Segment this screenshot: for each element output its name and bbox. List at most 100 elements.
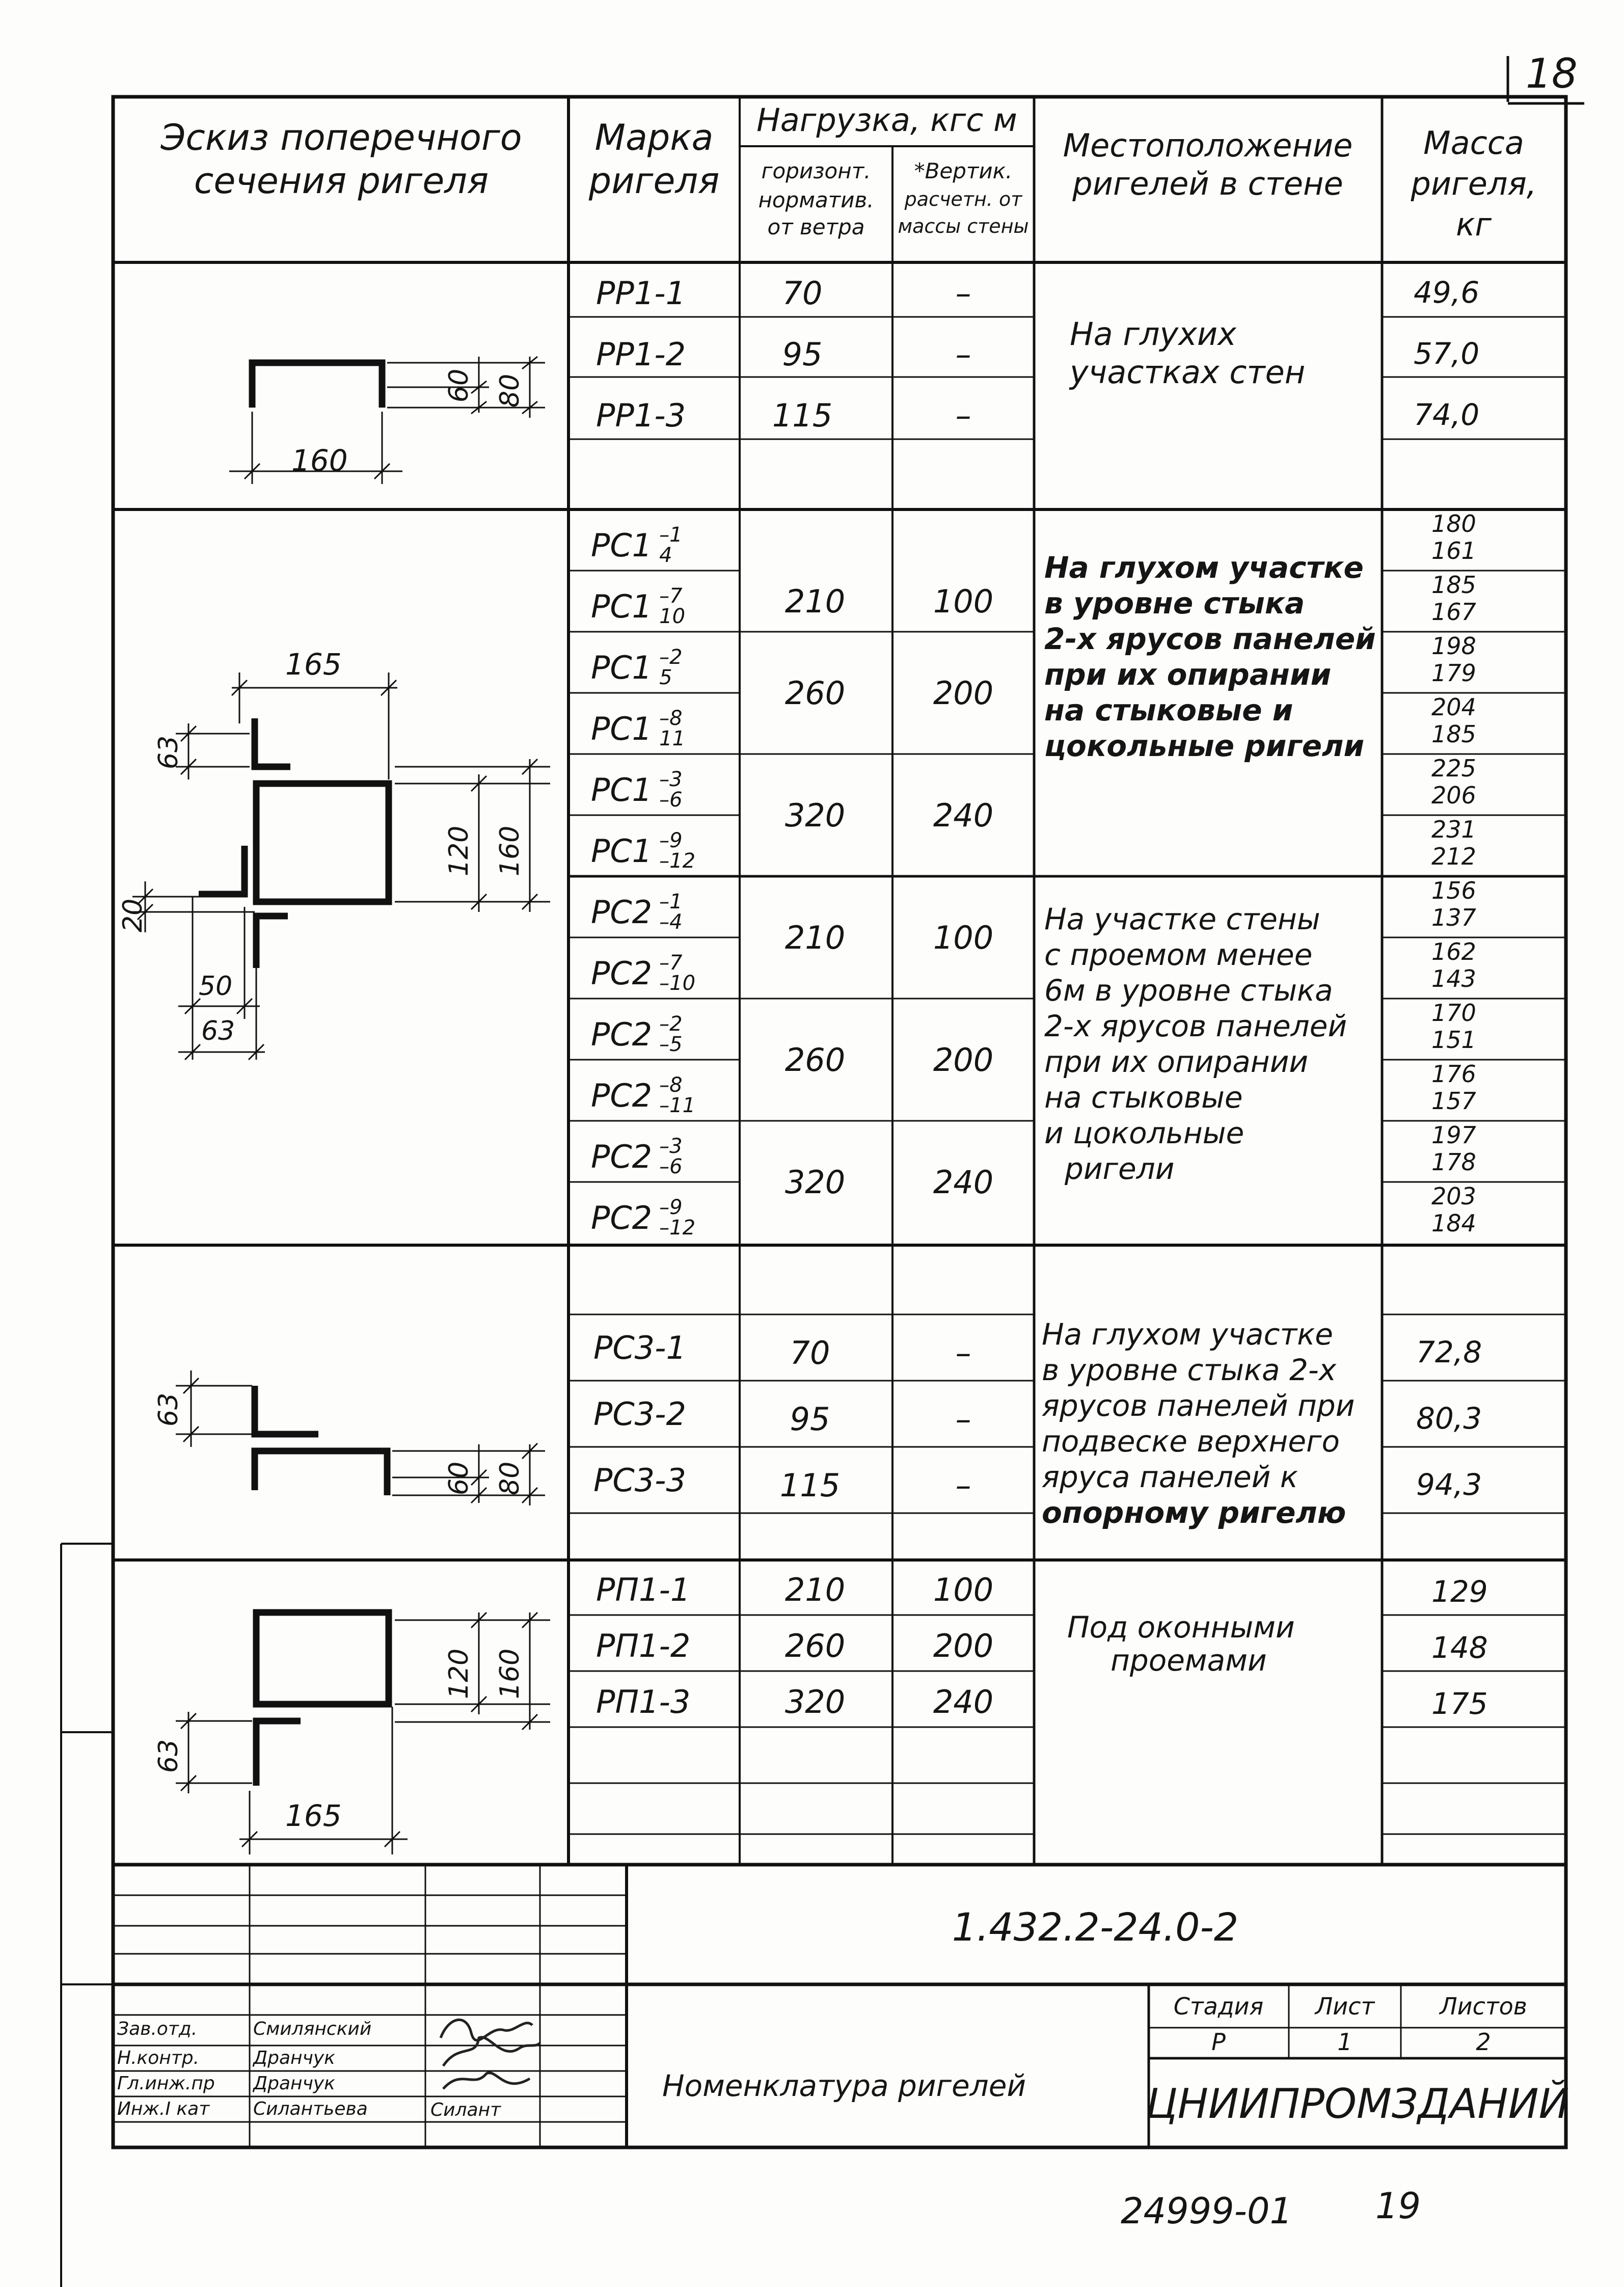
header-location-line2: ригелей в стене [1072, 165, 1343, 202]
g1-row2-horizontal: 95 [782, 336, 823, 373]
header-mark-line1: Марка [594, 117, 714, 158]
g2-row4-mass-a: 204 [1431, 693, 1476, 721]
person1-name: Смилянский [253, 2019, 372, 2039]
g2-row9-mass-a: 170 [1431, 999, 1476, 1027]
g2-row3-mass-a: 198 [1431, 632, 1476, 660]
g1-row3-mark: РР1-3 [596, 397, 686, 434]
g2-row11-mass-b: 178 [1431, 1148, 1476, 1176]
person2-name: Дранчук [253, 2048, 335, 2068]
g2-location1-line6: цокольные ригели [1044, 729, 1365, 763]
g2-load3-horizontal: 320 [784, 797, 846, 834]
g2-load5-vertical: 200 [933, 1041, 994, 1079]
person4-name: Силантьева [253, 2098, 368, 2119]
g2-load2-vertical: 200 [933, 675, 994, 712]
g2-location2-line4: 2-х ярусов панелей [1044, 1009, 1347, 1043]
g2-row8-mass-a: 162 [1431, 938, 1476, 965]
g3-row3-vertical: – [955, 1467, 971, 1504]
signature-text: Силант [430, 2100, 501, 2120]
header-mass-line2: ригеля, [1411, 165, 1537, 202]
g3-location-line1: На глухом участке [1042, 1317, 1333, 1352]
g2-row1-mass-a: 180 [1431, 510, 1476, 537]
footer-page: 19 [1375, 2185, 1421, 2227]
g4-row3-mark: РП1-3 [596, 1683, 691, 1720]
person4-role: Инж.I кат [117, 2098, 210, 2119]
g2-row10-mass-b: 157 [1431, 1087, 1476, 1115]
header-sketch-line1: Эскиз поперечного [160, 117, 522, 158]
g2-row5-mass-b: 206 [1431, 782, 1476, 809]
sheets-value: 2 [1476, 2028, 1491, 2056]
g4-row1-horizontal: 210 [784, 1571, 846, 1608]
stage-value: Р [1211, 2028, 1226, 2056]
g3-row2-vertical: – [955, 1401, 971, 1438]
g2-row7-mass-b: 137 [1431, 904, 1476, 931]
g2-location1-line4: при их опирании [1044, 657, 1332, 692]
g2-row10-mass-a: 176 [1431, 1060, 1476, 1088]
g3-location-line3: ярусов панелей при [1042, 1388, 1355, 1423]
header-load: Нагрузка, кгс м [756, 101, 1017, 139]
person3-name: Дранчук [253, 2073, 335, 2094]
g2-location1-line2: в уровне стыка [1044, 586, 1305, 621]
sketch4-dim-b: 120 [444, 1648, 474, 1699]
g2-row6-mass-b: 212 [1431, 843, 1476, 870]
g4-location-line2: проемами [1111, 1643, 1267, 1678]
sketch1-dim-width: 160 [291, 443, 348, 478]
g2-row3-mass-b: 179 [1431, 659, 1476, 687]
g1-row3-mass: 74,0 [1414, 397, 1480, 432]
sketch2-dim-b: 120 [444, 825, 474, 876]
sketch3-dim-h1: 60 [444, 1461, 474, 1495]
g1-row1-mass: 49,6 [1414, 275, 1480, 310]
g2-row9-mass-b: 151 [1431, 1026, 1476, 1054]
footer-code: 24999-01 [1121, 2190, 1293, 2232]
g2-row12-mass-b: 184 [1431, 1209, 1476, 1237]
g2-location1-line1: На глухом участке [1044, 550, 1364, 585]
g2-location1-line3: 2-х ярусов панелей [1044, 622, 1376, 656]
g1-row1-mark: РР1-1 [596, 275, 686, 312]
g3-row1-vertical: – [955, 1334, 971, 1371]
g2-row7-mark: РС2–1–4 [591, 890, 683, 934]
g2-location2-line8: ригели [1065, 1151, 1175, 1186]
g4-row2-horizontal: 260 [784, 1627, 846, 1664]
g2-location2-line6: на стыковые [1044, 1080, 1243, 1115]
g2-row7-mass-a: 156 [1431, 877, 1476, 904]
header-mark-line2: ригеля [588, 160, 720, 202]
header-horizontal-line1: горизонт. [761, 158, 871, 183]
g2-load1-vertical: 100 [933, 583, 994, 620]
g3-location-line5: яруса панелей к [1042, 1460, 1298, 1494]
sheets-label: Листов [1440, 1993, 1527, 2020]
g2-location2-line5: при их опирании [1044, 1044, 1309, 1079]
g2-row5-mass-a: 225 [1431, 755, 1476, 782]
header-location-line1: Местоположение [1063, 127, 1353, 164]
doc-title: Номенклатура ригелей [662, 2068, 1026, 2103]
g3-row3-mass: 94,3 [1416, 1467, 1482, 1502]
g1-row2-vertical: – [955, 336, 971, 373]
g3-row3-mark: РС3-3 [593, 1462, 686, 1499]
g2-row1-mass-b: 161 [1431, 537, 1476, 564]
g1-row2-mark: РР1-2 [596, 336, 686, 373]
g1-location-line2: участках стен [1070, 354, 1306, 391]
g2-row4-mass-b: 185 [1431, 720, 1476, 748]
g3-row2-mark: РС3-2 [593, 1395, 686, 1433]
g2-location2-line1: На участке стены [1044, 902, 1320, 936]
g2-load3-vertical: 240 [933, 797, 994, 834]
g1-row3-horizontal: 115 [772, 397, 833, 434]
person2-role: Н.контр. [117, 2048, 200, 2068]
g1-row3-vertical: – [955, 397, 971, 434]
sketch2-dim-f: 63 [201, 1016, 235, 1046]
organization: ЦНИИПРОМЗДАНИЙ [1146, 2080, 1569, 2128]
sketch1-dim-h1: 60 [444, 368, 474, 402]
g2-row12-mark: РС2–9–12 [591, 1196, 696, 1240]
g2-row9-mark: РС2–2–5 [591, 1012, 683, 1056]
g4-row3-mass: 175 [1431, 1686, 1488, 1721]
g4-row2-vertical: 200 [933, 1627, 994, 1664]
header-vertical-line2: расчетн. от [904, 188, 1022, 210]
doc-code: 1.432.2-24.0-2 [952, 1904, 1239, 1950]
header-horizontal-line2: норматив. [758, 187, 874, 212]
stage-label: Стадия [1173, 1993, 1264, 2020]
g4-row1-mark: РП1-1 [596, 1571, 691, 1608]
person3-role: Гл.инж.пр [117, 2073, 215, 2094]
g2-row2-mass-b: 167 [1431, 598, 1476, 626]
